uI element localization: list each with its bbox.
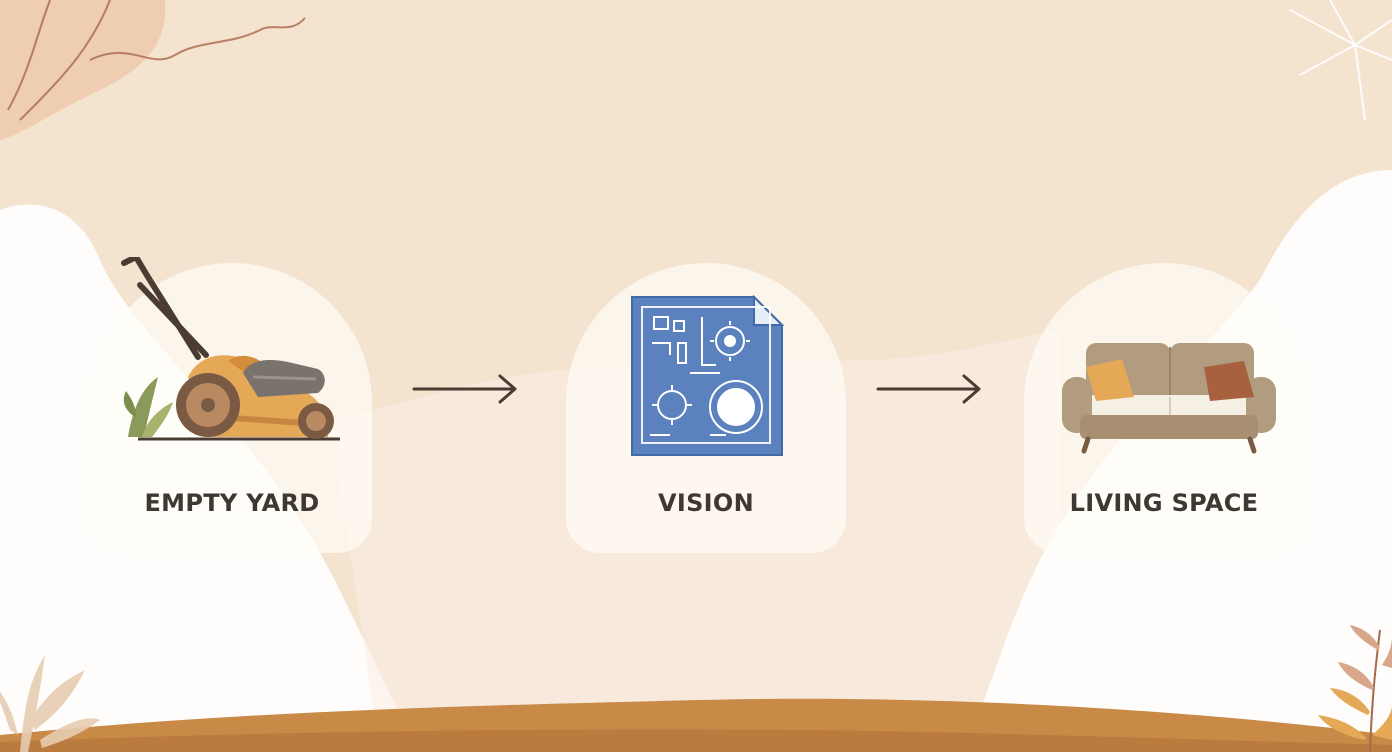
- step-living-space: LIVING SPACE: [1024, 263, 1304, 553]
- step-vision: VISION: [566, 263, 846, 553]
- lawn-mower-icon: [121, 257, 340, 441]
- right-plant: [1318, 625, 1392, 752]
- sofa-icon: [1062, 343, 1276, 454]
- step-empty-yard: EMPTY YARD: [92, 257, 372, 553]
- left-plant: [0, 655, 100, 752]
- step-label: LIVING SPACE: [1069, 489, 1259, 517]
- arrow-right-icon: [412, 374, 517, 404]
- ground-front: [0, 729, 1392, 752]
- leaf-line-decoration: [7, 0, 306, 121]
- step-label: VISION: [657, 489, 754, 517]
- step-label: EMPTY YARD: [144, 489, 320, 517]
- blueprint-icon: [631, 295, 784, 456]
- corner-blob: [0, 0, 166, 140]
- burst-decoration: [1289, 0, 1392, 121]
- arrow-right-icon: [876, 374, 981, 404]
